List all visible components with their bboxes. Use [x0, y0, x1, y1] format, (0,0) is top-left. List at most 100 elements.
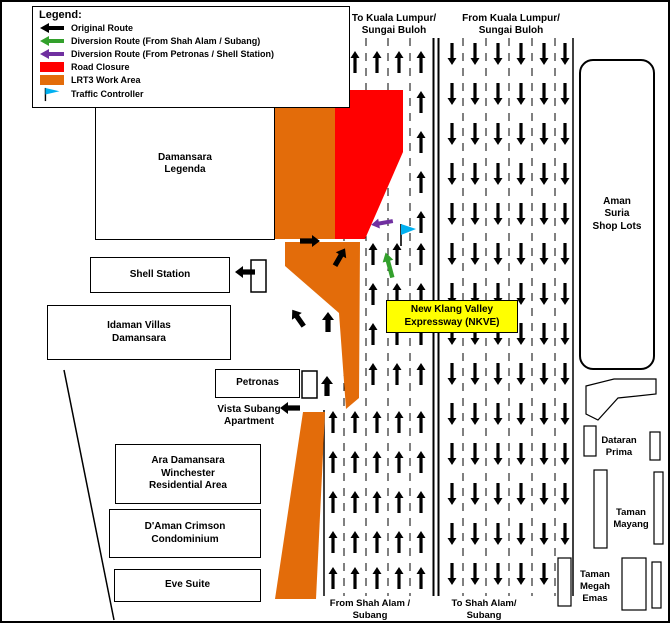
work-area-swatch-icon: [40, 75, 64, 85]
lane-arrow: [416, 283, 426, 305]
building-aman-suria-shop-lots: Aman Suria Shop Lots: [579, 59, 655, 370]
legend-label: Diversion Route (From Petronas / Shell S…: [71, 48, 275, 59]
original-route-arrow: [235, 266, 255, 278]
lane-arrow: [416, 491, 426, 513]
lane-arrow: [392, 283, 402, 305]
lane-arrow: [416, 363, 426, 385]
road-label-to-kuala-lumpur: To Kuala Lumpur/ Sungai Buloh: [351, 12, 437, 37]
lane-arrow: [416, 411, 426, 433]
lane-arrow: [493, 243, 503, 265]
lane-arrow: [493, 363, 503, 385]
lrt3-work-area-south: [275, 412, 325, 599]
lane-arrow: [416, 91, 426, 113]
lane-arrow: [447, 323, 457, 345]
lane-arrow: [372, 51, 382, 73]
lane-arrow: [516, 323, 526, 345]
lane-arrow: [493, 323, 503, 345]
lane-arrow: [470, 43, 480, 65]
taman-megah-footprint: [651, 561, 662, 609]
lane-arrow: [539, 203, 549, 225]
lane-arrow: [350, 411, 360, 433]
lane-arrow: [470, 323, 480, 345]
lane-arrow: [539, 243, 549, 265]
area-taman-mayang: Taman Mayang: [613, 507, 649, 530]
lane-arrow: [560, 123, 570, 145]
lane-arrow: [416, 211, 426, 233]
lane-arrow: [516, 483, 526, 505]
lane-arrow: [493, 163, 503, 185]
lane-arrow: [447, 403, 457, 425]
road-closure-swatch-icon: [40, 62, 64, 72]
lane-arrow: [560, 363, 570, 385]
original-route-arrow-icon: [40, 23, 64, 33]
lane-arrow: [539, 563, 549, 585]
lane-arrow: [539, 163, 549, 185]
lane-arrow: [447, 243, 457, 265]
dataran-prima-footprint: [583, 425, 597, 457]
legend-item-diversion-petronas: Diversion Route (From Petronas / Shell S…: [39, 48, 343, 60]
building-vista-subang: Vista Subang Apartment: [217, 403, 281, 428]
lane-arrow: [539, 123, 549, 145]
traffic-controller-flag: [401, 224, 416, 235]
lane-arrow: [470, 363, 480, 385]
lane-arrow: [493, 403, 503, 425]
lane-arrow: [350, 51, 360, 73]
lane-arrow: [539, 363, 549, 385]
taman-megah-footprint: [621, 557, 647, 611]
area-dataran-prima: Dataran Prima: [601, 435, 637, 458]
legend-title: Legend:: [39, 9, 82, 21]
lane-arrow: [416, 243, 426, 265]
lane-arrow: [447, 123, 457, 145]
road-label-from-shah-alam: From Shah Alam / Subang: [329, 597, 411, 621]
lane-arrow: [470, 443, 480, 465]
road-label-to-shah-alam: To Shah Alam/ Subang: [451, 597, 517, 621]
legend-label: LRT3 Work Area: [71, 74, 141, 85]
lane-arrow: [493, 483, 503, 505]
legend-label: Original Route: [71, 22, 134, 33]
lane-arrow: [493, 123, 503, 145]
original-route-arrow: [332, 248, 347, 267]
lane-arrow: [470, 523, 480, 545]
lane-arrow: [447, 483, 457, 505]
legend-item-road-closure: Road Closure: [39, 61, 343, 73]
area-taman-megah-emas: Taman Megah Emas: [579, 569, 611, 604]
road-closure-area: [335, 90, 403, 239]
lane-arrow: [416, 531, 426, 553]
legend-label: Traffic Controller: [71, 89, 144, 100]
lane-arrow: [493, 83, 503, 105]
legend-label: Road Closure: [71, 61, 130, 72]
lane-arrow: [368, 323, 378, 345]
diversion-purple-arrow-icon: [40, 49, 64, 59]
lane-arrow: [539, 443, 549, 465]
legend-item-diversion-shah-alam: Diversion Route (From Shah Alam / Subang…: [39, 35, 343, 47]
building-eve-suite: Eve Suite: [114, 569, 261, 602]
lane-arrow: [372, 567, 382, 589]
lane-arrow: [368, 243, 378, 265]
lane-arrow: [470, 563, 480, 585]
road-label-from-kuala-lumpur: From Kuala Lumpur/ Sungai Buloh: [462, 12, 560, 37]
lane-arrow: [394, 51, 404, 73]
lane-arrow: [447, 83, 457, 105]
lane-arrow: [539, 83, 549, 105]
lane-arrow: [328, 411, 338, 433]
lane-arrow: [539, 283, 549, 305]
lane-arrow: [516, 523, 526, 545]
lane-arrow: [470, 403, 480, 425]
lane-arrow: [447, 363, 457, 385]
original-route-arrow: [321, 376, 333, 396]
lane-arrow: [516, 243, 526, 265]
legend-item-original-route: Original Route: [39, 22, 343, 34]
lane-arrow: [447, 283, 457, 305]
lane-arrow: [493, 523, 503, 545]
lane-arrow: [493, 443, 503, 465]
building-petronas: Petronas: [215, 369, 300, 398]
lane-arrow: [560, 243, 570, 265]
lane-arrow: [539, 323, 549, 345]
lane-arrow: [447, 443, 457, 465]
lane-arrow: [560, 483, 570, 505]
taman-mayang-footprint: [593, 469, 608, 549]
map-boundary-line: [63, 369, 115, 621]
lane-arrow: [372, 451, 382, 473]
legend-item-lrt3-work-area: LRT3 Work Area: [39, 74, 343, 86]
lane-arrow: [447, 563, 457, 585]
